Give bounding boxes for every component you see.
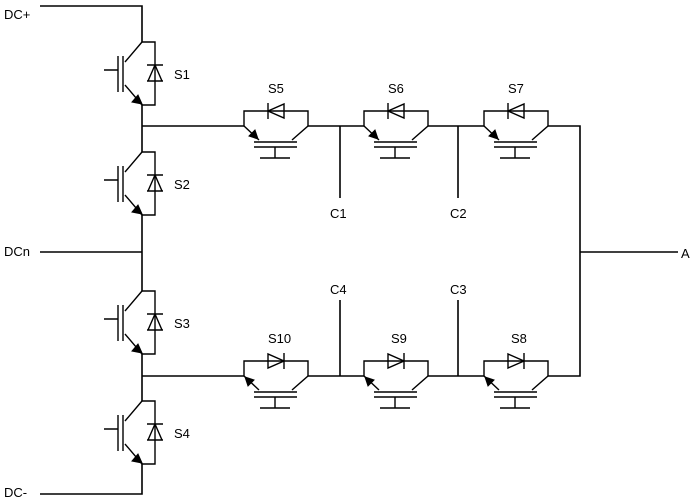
- dc-neutral-label: DCn: [4, 244, 30, 259]
- s4-label: S4: [174, 426, 190, 441]
- switch-s1: [104, 41, 163, 106]
- c1-label: C1: [330, 206, 347, 221]
- bus-wiring: [308, 125, 678, 377]
- switch-s5: [243, 102, 309, 159]
- s10-label: S10: [268, 331, 291, 346]
- s1-label: S1: [174, 67, 190, 82]
- c3-label: C3: [450, 282, 467, 297]
- s7-label: S7: [508, 81, 524, 96]
- switch-s2: [104, 151, 163, 216]
- s6-label: S6: [388, 81, 404, 96]
- switch-s6: [363, 102, 429, 159]
- c2-label: C2: [450, 206, 467, 221]
- switch-s3: [104, 290, 163, 355]
- switch-s4: [104, 400, 163, 465]
- output-label: A: [681, 246, 690, 261]
- switch-s8: [483, 352, 549, 409]
- switch-s10: [243, 352, 309, 409]
- s9-label: S9: [391, 331, 407, 346]
- c4-label: C4: [330, 282, 347, 297]
- s5-label: S5: [268, 81, 284, 96]
- dc-minus-label: DC-: [4, 485, 27, 500]
- dc-plus-label: DC+: [4, 7, 30, 22]
- switch-s7: [483, 102, 549, 159]
- s2-label: S2: [174, 177, 190, 192]
- switch-s9: [363, 352, 429, 409]
- s8-label: S8: [511, 331, 527, 346]
- s3-label: S3: [174, 316, 190, 331]
- dc-rails: [40, 5, 244, 495]
